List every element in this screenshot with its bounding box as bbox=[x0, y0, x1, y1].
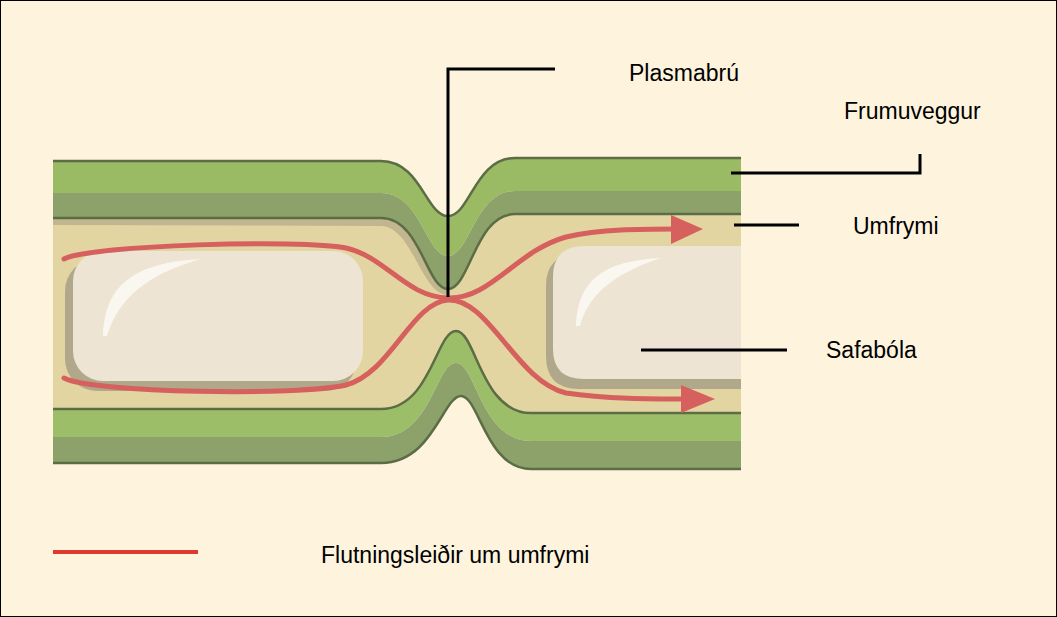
wall-edge bbox=[53, 396, 741, 469]
wall-edge bbox=[53, 158, 741, 216]
wall-outlines bbox=[53, 158, 741, 469]
leader-line bbox=[448, 69, 555, 297]
vacuole-highlight bbox=[576, 258, 661, 326]
part-label: Frumuveggur bbox=[844, 97, 981, 125]
part-label: Plasmabrú bbox=[629, 59, 739, 87]
legend-line-sample bbox=[53, 550, 198, 554]
legend-text: Flutningsleiðir um umfrymi bbox=[321, 541, 589, 569]
leader-line bbox=[731, 154, 920, 173]
transport-path bbox=[64, 229, 676, 298]
leader-line bbox=[641, 349, 787, 352]
part-label: Umfrymi bbox=[853, 212, 939, 240]
leader-line bbox=[734, 224, 799, 227]
transport-paths bbox=[64, 229, 686, 399]
cytoplasm bbox=[53, 214, 741, 413]
vacuole bbox=[73, 251, 363, 381]
part-label: Safabóla bbox=[826, 336, 917, 364]
arrowhead bbox=[671, 215, 703, 244]
transport-path bbox=[64, 300, 686, 399]
vacuole bbox=[553, 246, 741, 379]
arrowhead bbox=[681, 385, 715, 413]
vacuole-highlight bbox=[103, 259, 201, 336]
